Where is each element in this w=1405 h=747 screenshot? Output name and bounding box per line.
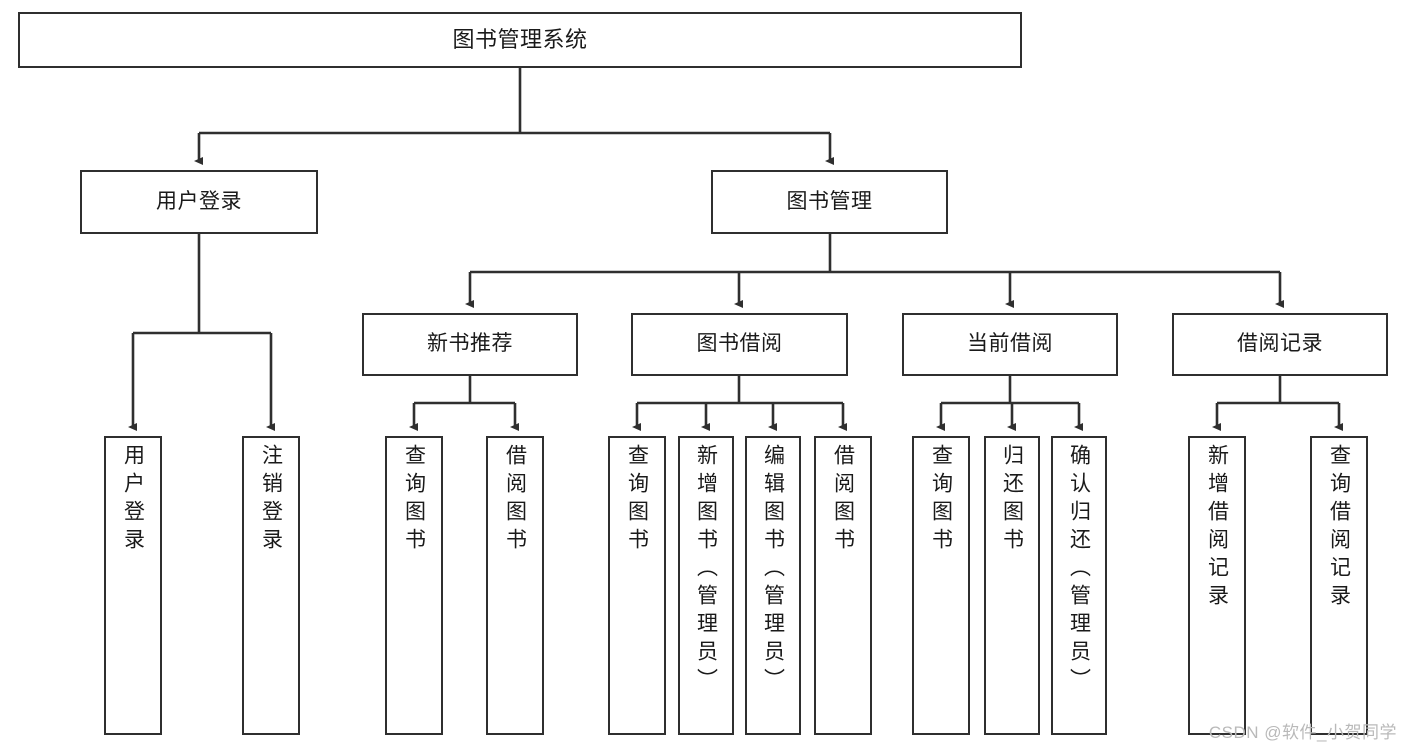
node-book-borrow[interactable]: 图书借阅 [631, 313, 848, 376]
leaf-borrow-edit-book[interactable]: 编辑图书（管理员） [745, 436, 801, 735]
node-book-borrow-label: 图书借阅 [696, 332, 783, 356]
leaf-recommend-borrow-book[interactable]: 借阅图书 [486, 436, 544, 735]
leaf-label: 查询借阅记录 [1327, 444, 1351, 612]
node-new-book-recommend-label: 新书推荐 [427, 332, 513, 356]
leaf-borrow-query-book[interactable]: 查询图书 [608, 436, 666, 735]
leaf-label: 编辑图书（管理员） [761, 444, 785, 696]
leaf-borrow-borrow-book[interactable]: 借阅图书 [814, 436, 872, 735]
node-book-management[interactable]: 图书管理 [711, 170, 948, 234]
node-user-login-label: 用户登录 [156, 189, 242, 213]
node-borrow-record-label: 借阅记录 [1237, 332, 1323, 356]
leaf-current-confirm-return[interactable]: 确认归还（管理员） [1051, 436, 1107, 735]
leaf-borrow-add-book[interactable]: 新增图书（管理员） [678, 436, 734, 735]
leaf-label: 新增图书（管理员） [694, 444, 718, 696]
node-new-book-recommend[interactable]: 新书推荐 [362, 313, 578, 376]
leaf-label: 查询图书 [625, 444, 649, 556]
leaf-user-login-login[interactable]: 用户登录 [104, 436, 162, 735]
leaf-current-query-book[interactable]: 查询图书 [912, 436, 970, 735]
leaf-recommend-query-book[interactable]: 查询图书 [385, 436, 443, 735]
leaf-label: 借阅图书 [503, 444, 527, 556]
node-borrow-record[interactable]: 借阅记录 [1172, 313, 1388, 376]
leaf-label: 用户登录 [121, 444, 145, 556]
node-user-login[interactable]: 用户登录 [80, 170, 318, 234]
leaf-current-return-book[interactable]: 归还图书 [984, 436, 1040, 735]
leaf-label: 注销登录 [259, 444, 283, 556]
leaf-label: 查询图书 [402, 444, 426, 556]
node-book-management-label: 图书管理 [786, 189, 873, 213]
leaf-user-login-logout[interactable]: 注销登录 [242, 436, 300, 735]
leaf-label: 查询图书 [929, 444, 953, 556]
node-root[interactable]: 图书管理系统 [18, 12, 1022, 68]
node-current-borrow-label: 当前借阅 [967, 332, 1053, 356]
leaf-label: 确认归还（管理员） [1067, 444, 1091, 696]
node-current-borrow[interactable]: 当前借阅 [902, 313, 1118, 376]
leaf-label: 新增借阅记录 [1205, 444, 1229, 612]
leaf-label: 借阅图书 [831, 444, 855, 556]
leaf-record-add-record[interactable]: 新增借阅记录 [1188, 436, 1246, 735]
node-root-label: 图书管理系统 [452, 27, 588, 53]
leaf-record-query-record[interactable]: 查询借阅记录 [1310, 436, 1368, 735]
csdn-watermark: CSDN @软件_小贺同学 [1208, 723, 1397, 742]
leaf-label: 归还图书 [1000, 444, 1024, 556]
